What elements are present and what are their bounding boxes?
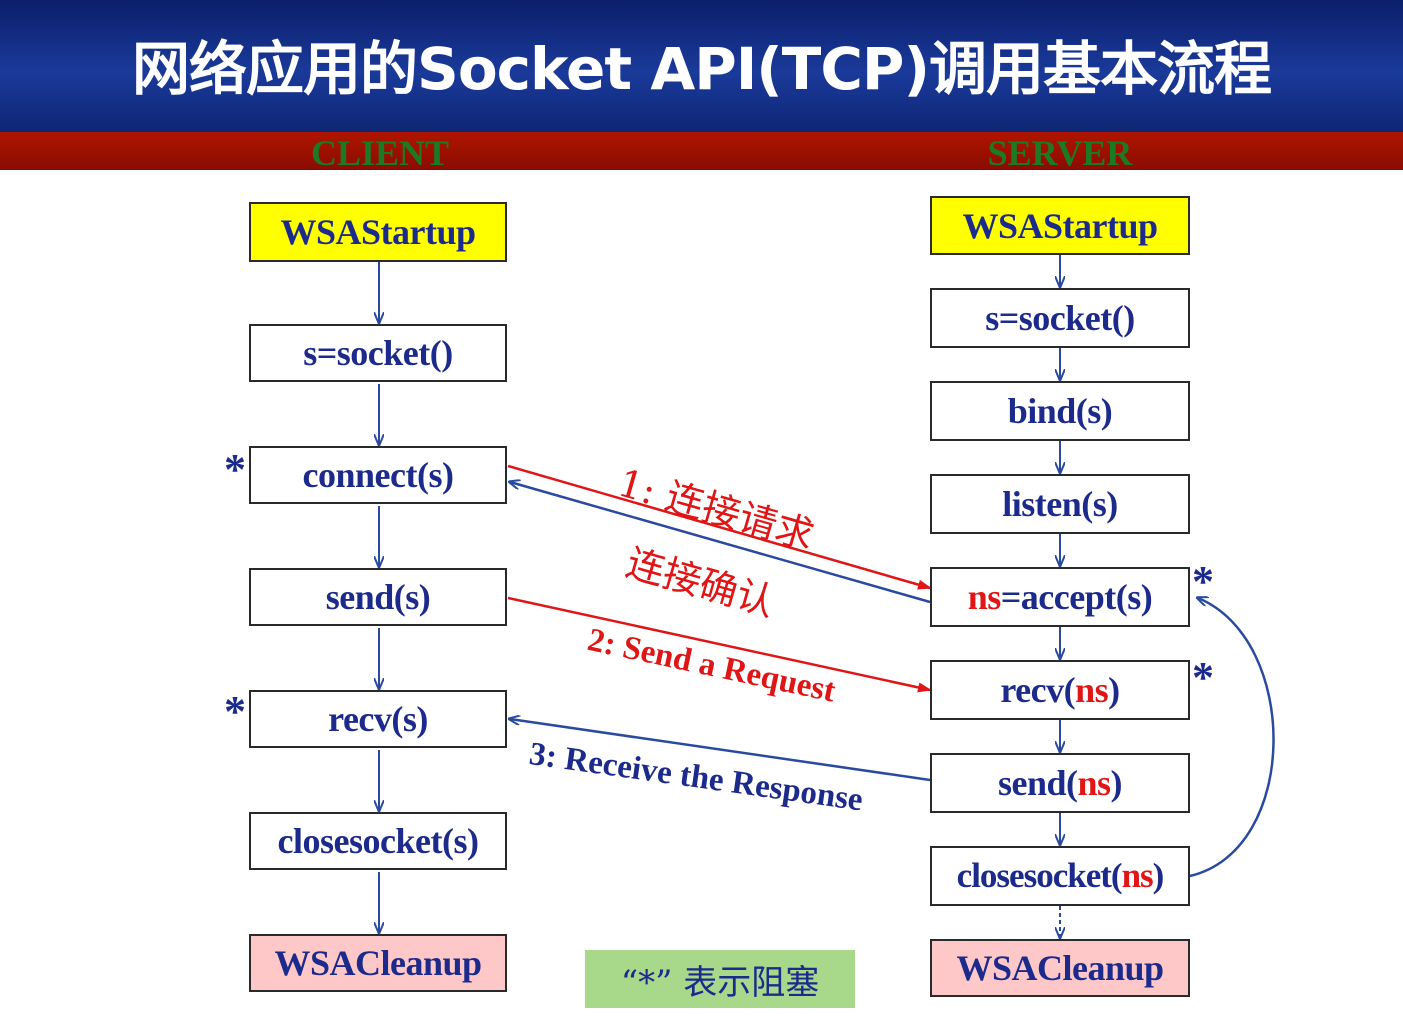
recv-close-paren: ) xyxy=(1108,670,1120,710)
server-wsastartup-box: WSAStartup xyxy=(930,196,1190,255)
client-closesocket-box: closesocket(s) xyxy=(249,812,507,870)
send-call-text: send( xyxy=(997,763,1078,803)
server-closesocket-box: closesocket(ns) xyxy=(930,846,1190,906)
server-listen-box: listen(s) xyxy=(930,474,1190,534)
column-header-band xyxy=(0,132,1403,170)
send-ns-text: ns xyxy=(1077,763,1112,803)
server-column-label: SERVER xyxy=(987,133,1133,173)
server-recv-blocking-marker: * xyxy=(1192,653,1214,702)
client-column-label: CLIENT xyxy=(310,133,450,173)
closesocket-close-paren: ) xyxy=(1152,856,1165,895)
closesocket-ns-text: ns xyxy=(1121,856,1154,895)
recv-ns-text: ns xyxy=(1075,670,1109,710)
server-accept-box: ns=accept(s) xyxy=(930,567,1190,627)
connect-blocking-marker: * xyxy=(224,445,246,494)
accept-call-text: =accept(s) xyxy=(1000,577,1153,617)
server-wsacleanup-box: WSACleanup xyxy=(930,939,1190,997)
title-bar xyxy=(0,0,1403,132)
client-wsacleanup-box: WSACleanup xyxy=(249,934,507,992)
accept-blocking-marker: * xyxy=(1192,557,1214,606)
server-socket-box: s=socket() xyxy=(930,288,1190,348)
client-socket-box: s=socket() xyxy=(249,324,507,382)
recv-call-text: recv( xyxy=(1000,670,1076,710)
client-wsastartup-box: WSAStartup xyxy=(249,202,507,262)
server-send-box: send(ns) xyxy=(930,753,1190,813)
closesocket-call-text: closesocket( xyxy=(956,856,1123,895)
client-connect-box: connect(s) xyxy=(249,446,507,504)
page-title: 网络应用的Socket API(TCP)调用基本流程 xyxy=(132,35,1272,103)
send-close-paren: ) xyxy=(1110,763,1123,803)
accept-ns-text: ns xyxy=(967,577,1002,617)
client-recv-box: recv(s) xyxy=(249,690,507,748)
client-send-box: send(s) xyxy=(249,568,507,626)
legend-blocking-note: “*” 表示阻塞 xyxy=(585,950,855,1008)
server-bind-box: bind(s) xyxy=(930,381,1190,441)
recv-blocking-marker: * xyxy=(224,687,246,736)
server-recv-box: recv(ns) xyxy=(930,660,1190,720)
